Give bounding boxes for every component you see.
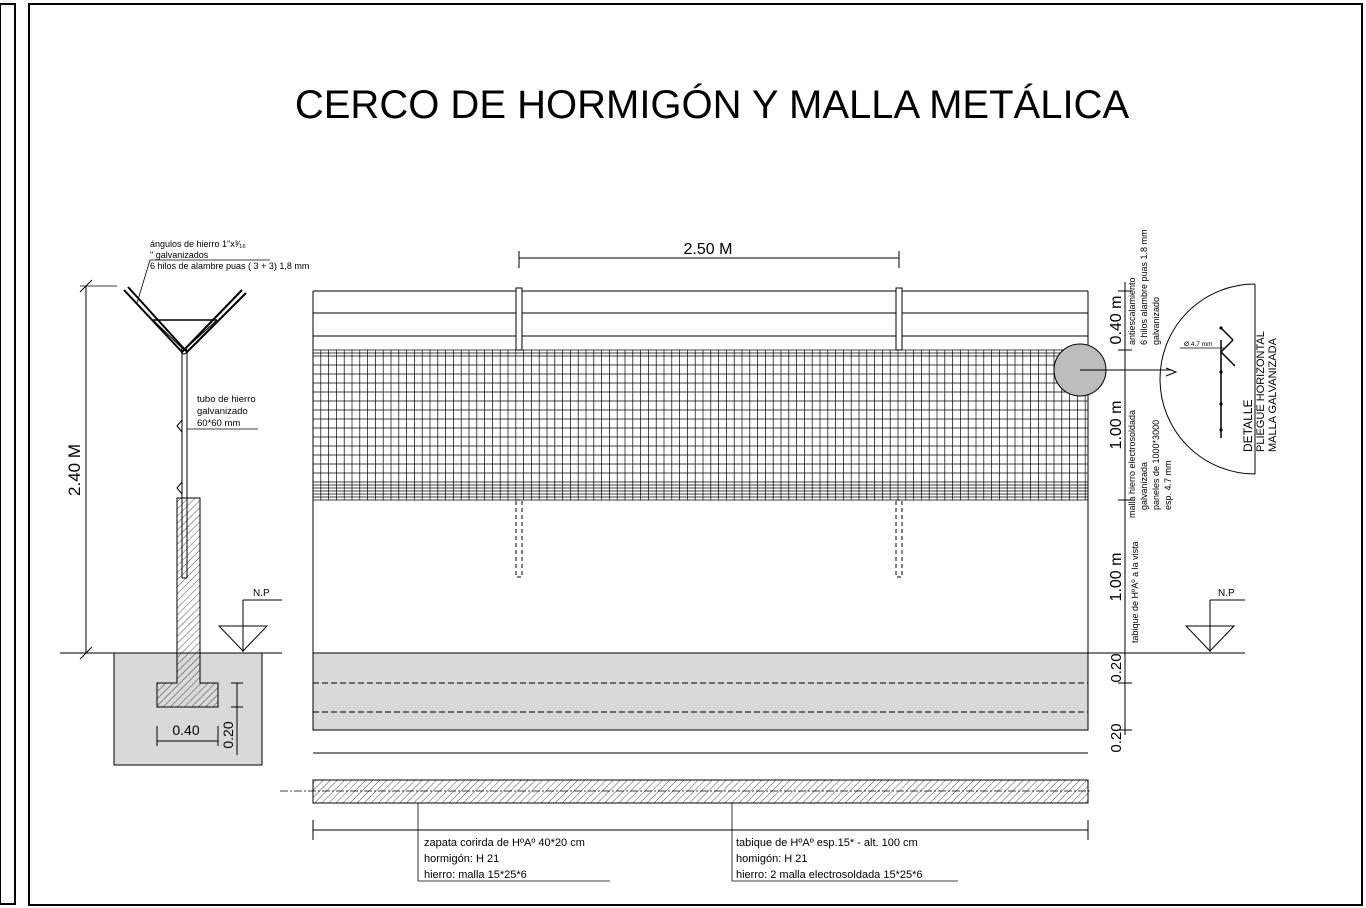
drawing-border xyxy=(28,3,1363,906)
detail-title-3: MALLA GALVANIZADA xyxy=(1267,337,1279,452)
detail-diameter: Ø 4.7 mm xyxy=(1184,341,1213,348)
foundation-elevation xyxy=(312,652,1089,731)
footing-height-dimension: 0.20 xyxy=(220,721,236,748)
tube-note-3: 60*60 mm xyxy=(197,418,240,429)
height-wall: 1.00 m xyxy=(1108,553,1125,602)
left-level-mark: N.P xyxy=(253,588,270,599)
legend-right-3: hierro: 2 malla electrosoldada 15*25*6 xyxy=(736,869,923,881)
detail-title-1: DETALLE xyxy=(1241,400,1255,452)
fence-elevation: 2.50 M N.P xyxy=(312,241,1245,731)
wall-note: tabique de HºAº a la vista xyxy=(1130,541,1140,643)
mesh-note-4: esp. 4.7 mm xyxy=(1163,460,1173,510)
tube-note-1: tubo de hierro xyxy=(197,394,256,405)
plan-view: zapata corirda de HºAº 40*20 cm hormigón… xyxy=(280,752,1090,882)
footing-width-dimension: 0.40 xyxy=(172,722,199,738)
post-spacing-dimension: 2.50 M xyxy=(684,241,733,258)
legend-right-2: homigón: H 21 xyxy=(736,853,808,865)
height-found-2: 0.20 xyxy=(1108,723,1125,752)
angles-note-2: " galvanizados xyxy=(150,250,209,260)
legend-left-2: hormigón: H 21 xyxy=(424,853,499,865)
mesh-note-1: malla hierro electrosoldada xyxy=(1127,410,1137,518)
welded-mesh-panel xyxy=(312,349,1088,501)
mesh-fold-detail: Ø 4.7 mm DETALLE PLIEGUE HORIZONTAL MALL… xyxy=(1159,283,1279,475)
detail-title-2: PLIEGUE HORIZONTAL xyxy=(1255,331,1267,452)
mesh-note-3: paneles de 1000*3000 xyxy=(1151,420,1161,510)
height-dimension-chain: 0.40 m 1.00 m 1.00 m 0.20 0.20 antiescal… xyxy=(1108,229,1173,752)
plan-wall-hatched xyxy=(312,779,1089,804)
height-mesh: 1.00 m xyxy=(1108,401,1125,450)
height-found-1: 0.20 xyxy=(1108,653,1125,682)
barbed-note-3: galvanizado xyxy=(1151,297,1161,345)
mesh-note-2: galvanizada xyxy=(1139,462,1149,510)
total-height-dimension: 2.40 M xyxy=(65,444,84,496)
barbed-note-1: antiescalamiento xyxy=(1127,277,1137,345)
right-level-mark: N.P xyxy=(1218,588,1235,599)
legend-left-3: hierro: malla 15*25*6 xyxy=(424,869,527,881)
barbed-wire-note: 6 hilos de alambre puas ( 3 + 3) 1,8 mm xyxy=(150,261,309,271)
legend-left-1: zapata corirda de HºAº 40*20 cm xyxy=(424,837,585,849)
barbed-note-2: 6 hilos alambre puas 1.8 mm xyxy=(1139,229,1149,345)
left-frame-strip xyxy=(0,3,16,905)
height-barbed: 0.40 m xyxy=(1108,296,1125,345)
angles-note-1: ángulos de hierro 1"x³⁄₁₆ xyxy=(150,239,246,249)
post-section-view: 2.40 M 0.40 0.20 N.P ángulos de hierro 1… xyxy=(60,239,309,766)
tube-note-2: galvanizado xyxy=(197,406,248,417)
concrete-post-hatched xyxy=(156,497,219,708)
drawing-title: CERCO DE HORMIGÓN Y MALLA METÁLICA xyxy=(295,82,1130,127)
legend-right-1: tabique de HºAº esp.15* - alt. 100 cm xyxy=(736,837,918,849)
